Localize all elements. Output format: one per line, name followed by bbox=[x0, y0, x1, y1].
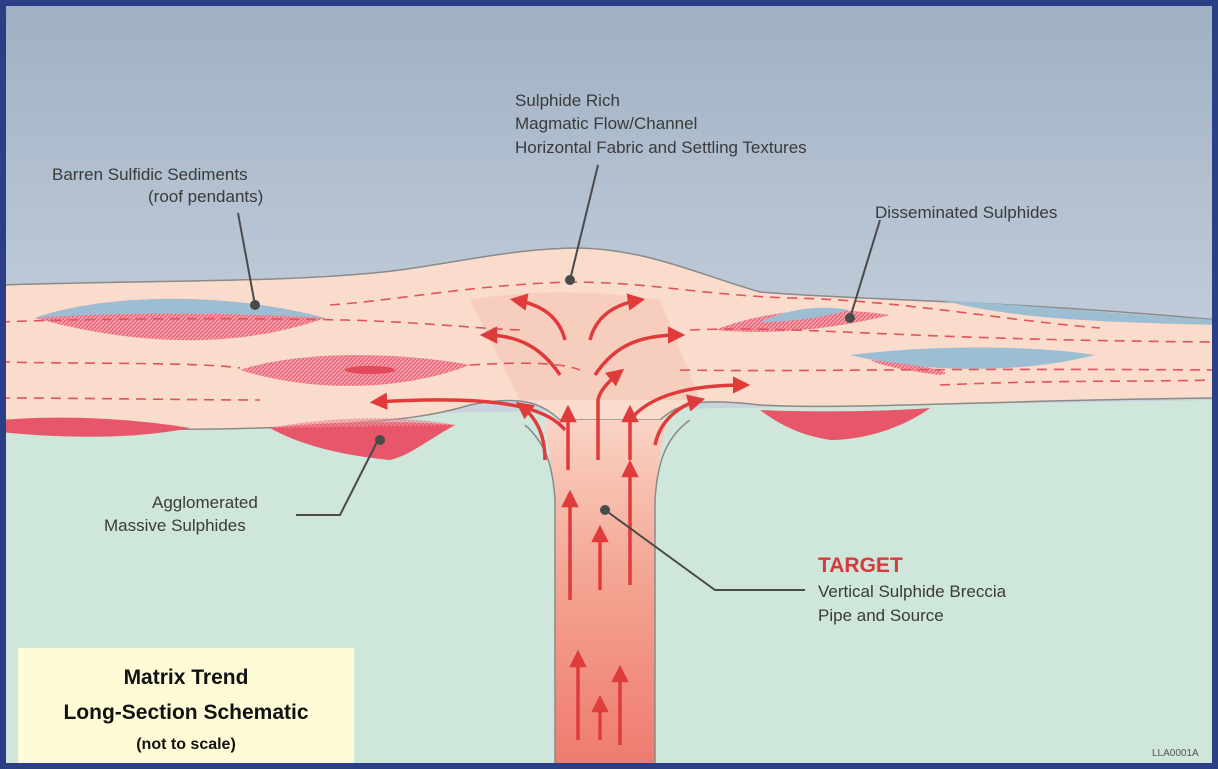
label-sulphide-rich-line2: Magmatic Flow/Channel bbox=[515, 114, 697, 133]
sulphide-rich-pointer-dot bbox=[565, 275, 575, 285]
agglomerated-pointer-dot bbox=[375, 435, 385, 445]
disseminated-pointer-dot bbox=[845, 313, 855, 323]
legend-title-line1: Matrix Trend bbox=[124, 666, 249, 689]
target-pointer-dot bbox=[600, 505, 610, 515]
label-target-line1: Vertical Sulphide Breccia bbox=[818, 582, 1007, 601]
label-agglomerated-line2: Massive Sulphides bbox=[104, 516, 246, 535]
label-sulphide-rich-line3: Horizontal Fabric and Settling Textures bbox=[515, 138, 807, 157]
legend-title-line2: Long-Section Schematic bbox=[63, 701, 308, 724]
feeder-pipe bbox=[545, 420, 668, 769]
label-barren-line1: Barren Sulfidic Sediments bbox=[52, 165, 248, 184]
label-disseminated: Disseminated Sulphides bbox=[875, 203, 1057, 222]
label-barren-line2: (roof pendants) bbox=[148, 187, 263, 206]
label-target-line2: Pipe and Source bbox=[818, 606, 944, 625]
barren-pointer-dot bbox=[250, 300, 260, 310]
legend-box: Matrix Trend Long-Section Schematic (not… bbox=[18, 648, 354, 764]
legend-note: (not to scale) bbox=[136, 736, 236, 753]
label-agglomerated-line1: Agglomerated bbox=[152, 493, 258, 512]
figure-code: LLA0001A bbox=[1152, 748, 1199, 759]
label-sulphide-rich-line1: Sulphide Rich bbox=[515, 91, 620, 110]
label-target-title: TARGET bbox=[818, 554, 903, 577]
